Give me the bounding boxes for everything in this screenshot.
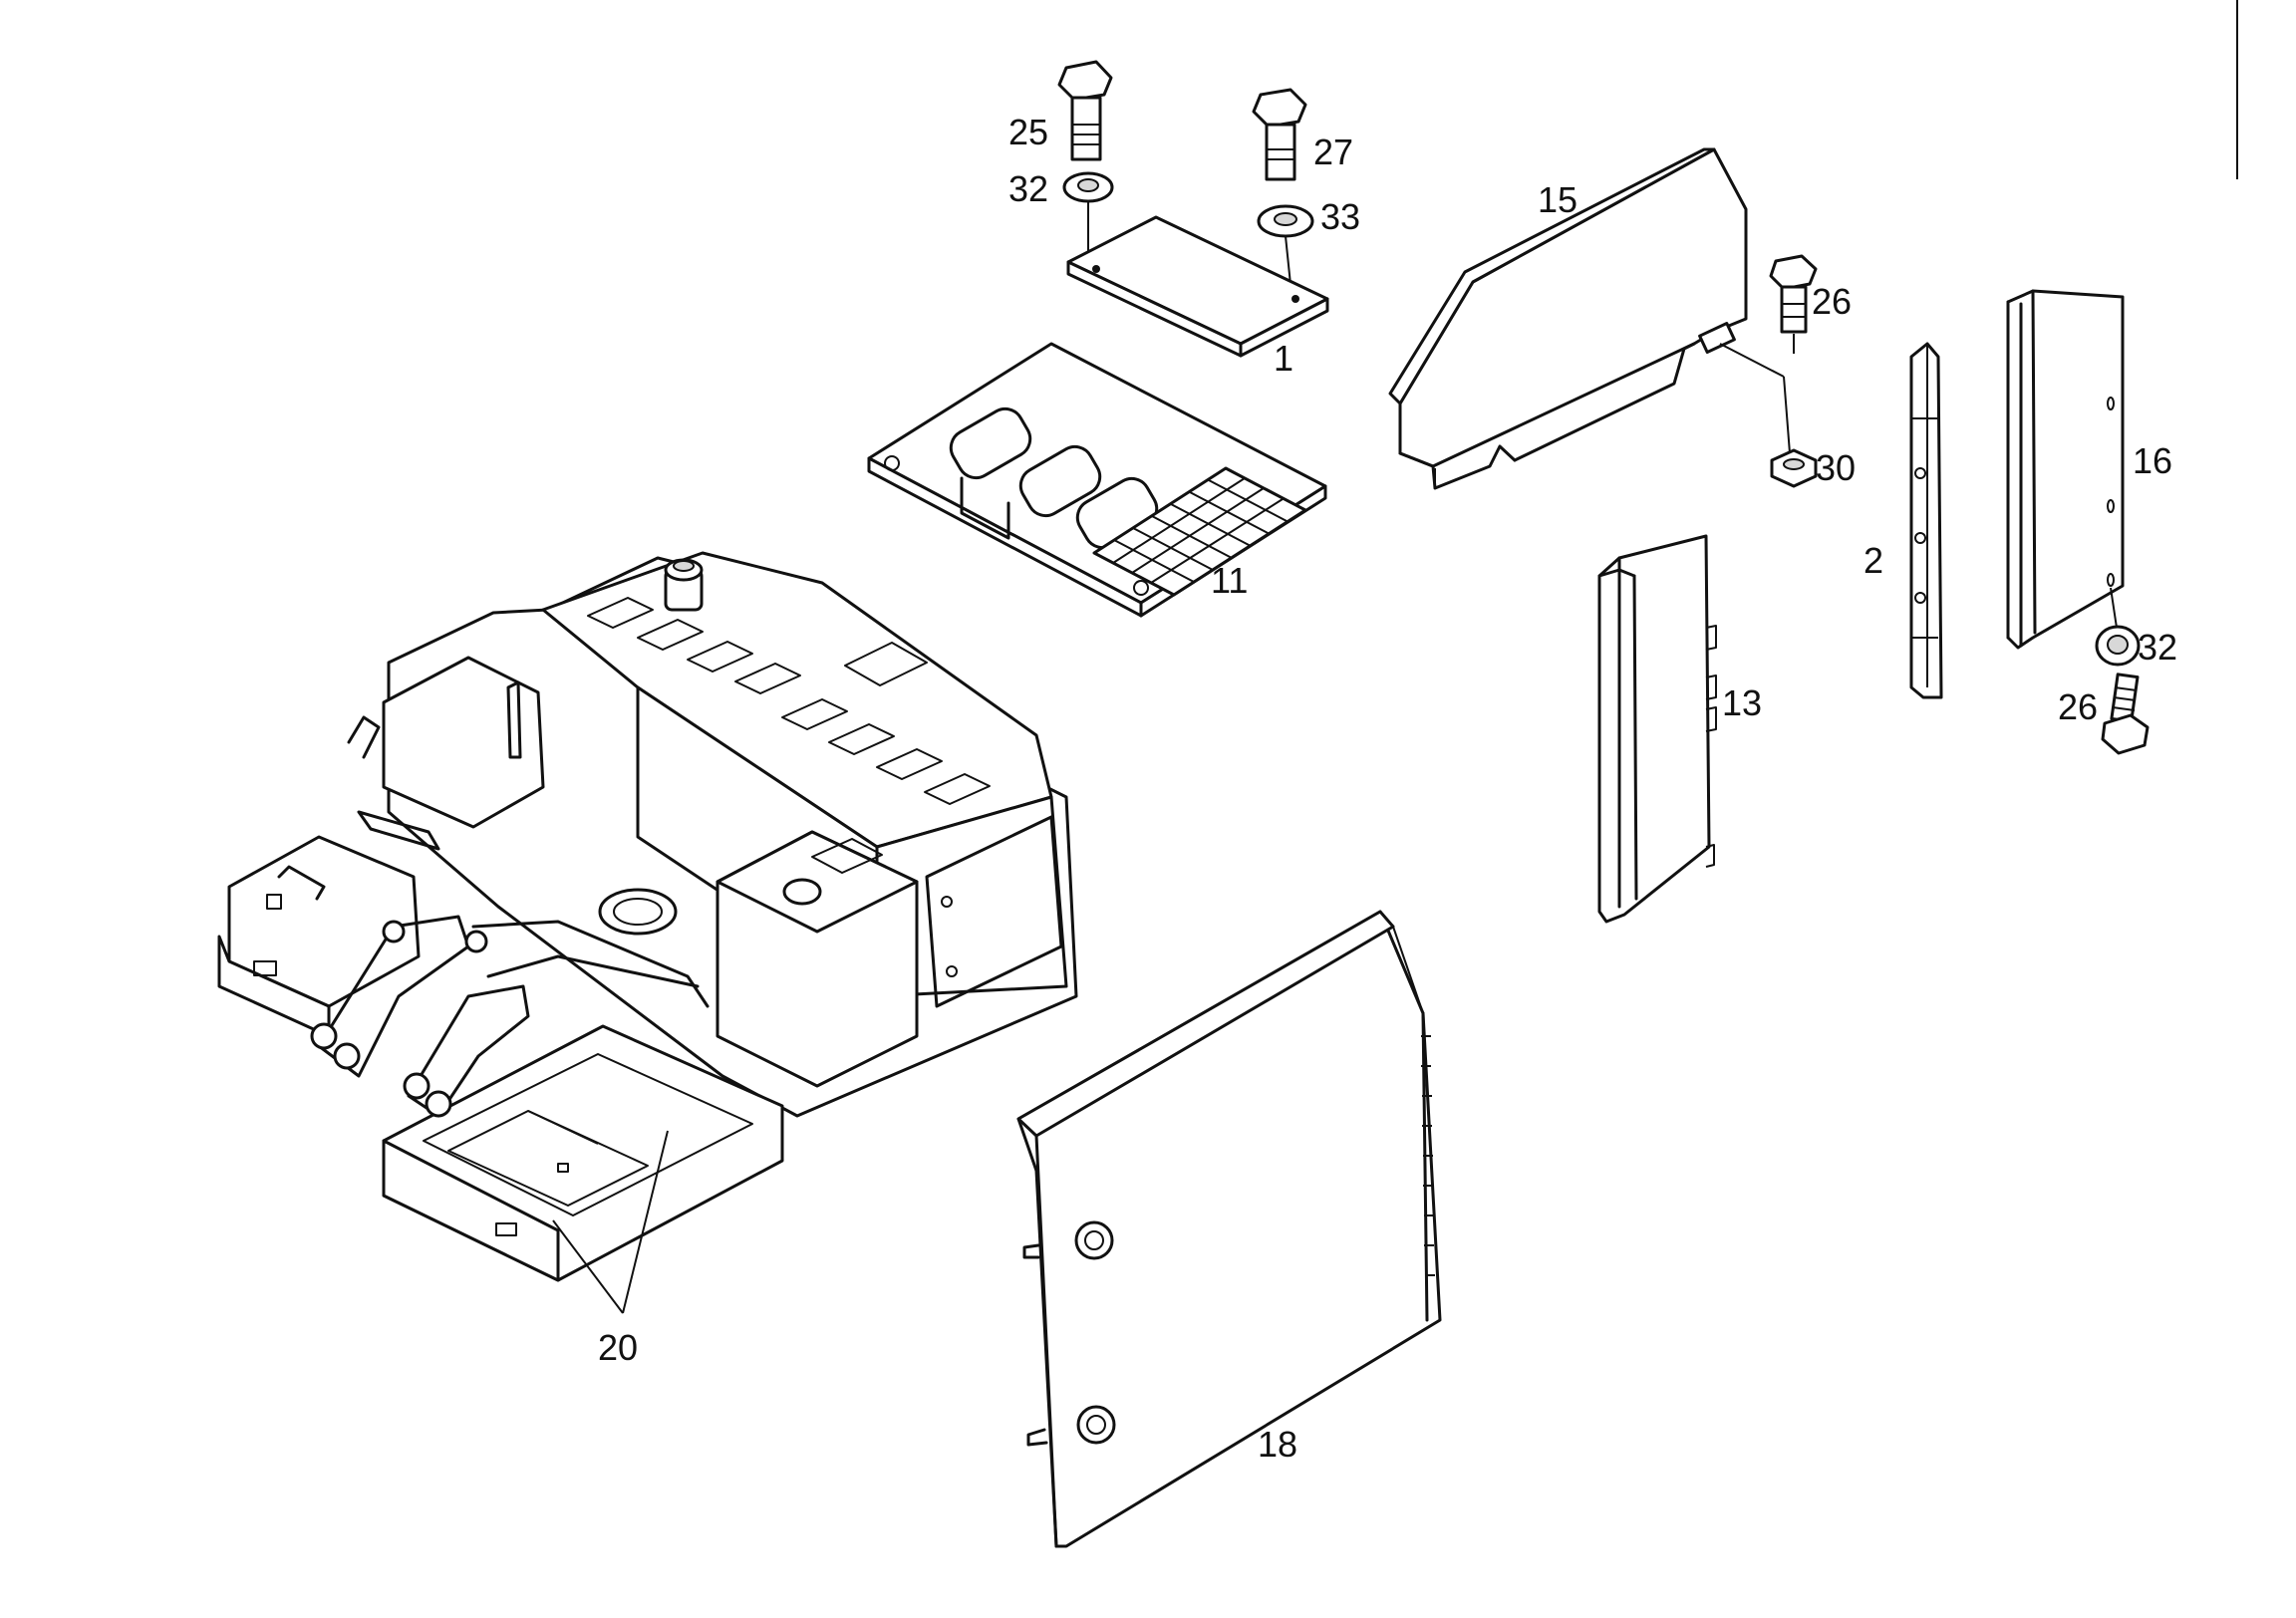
door-18 — [1016, 910, 1442, 1548]
callout-27: 27 — [1313, 132, 1353, 172]
grating-plate-11 — [867, 342, 1327, 618]
bolt-27 — [1252, 88, 1307, 181]
bolt-25 — [1057, 60, 1113, 161]
callout-13: 13 — [1722, 682, 1762, 723]
bolt-26-bottom — [2101, 673, 2150, 755]
callout-18: 18 — [1258, 1424, 1297, 1465]
bracket-2 — [1909, 342, 1943, 699]
leader-20b — [622, 1130, 669, 1314]
assembly-line-16 — [2110, 587, 2118, 629]
callout-26-bottom: 26 — [2058, 686, 2098, 727]
nut-30 — [1770, 448, 1818, 488]
callout-32-right: 32 — [2138, 627, 2177, 668]
callout-20: 20 — [598, 1327, 638, 1368]
hood-vents — [587, 597, 991, 805]
panel-16 — [2006, 289, 2125, 650]
washer-33 — [1257, 204, 1314, 238]
assembly-line-30 — [1719, 343, 1785, 378]
callout-25: 25 — [1008, 112, 1048, 152]
grating-mesh — [1092, 466, 1307, 597]
callout-1: 1 — [1274, 338, 1293, 379]
callout-33: 33 — [1320, 196, 1360, 237]
panel-13 — [1597, 534, 1717, 924]
callout-32-top: 32 — [1008, 168, 1048, 209]
bolt-26-top — [1769, 254, 1818, 334]
callout-30: 30 — [1816, 447, 1856, 488]
machine-frame-20 — [217, 551, 1078, 1282]
callout-15: 15 — [1538, 179, 1578, 220]
door-latch-upper — [1022, 1220, 1114, 1260]
callout-26-top: 26 — [1812, 281, 1852, 322]
callout-16: 16 — [2133, 440, 2172, 481]
side-panel-15 — [1388, 147, 1748, 490]
callout-2: 2 — [1864, 540, 1883, 581]
door-latch-lower — [1026, 1405, 1116, 1447]
cover-plate-1 — [1066, 215, 1329, 358]
fill-cap — [664, 558, 704, 612]
boom-mount — [310, 915, 710, 1118]
leader-20a — [552, 1219, 624, 1314]
washer-32-right — [2095, 625, 2141, 667]
callout-11: 11 — [1211, 560, 1248, 601]
washer-32-top — [1062, 171, 1114, 203]
door-hinge — [1421, 1011, 1435, 1322]
handle-bar — [277, 680, 522, 901]
